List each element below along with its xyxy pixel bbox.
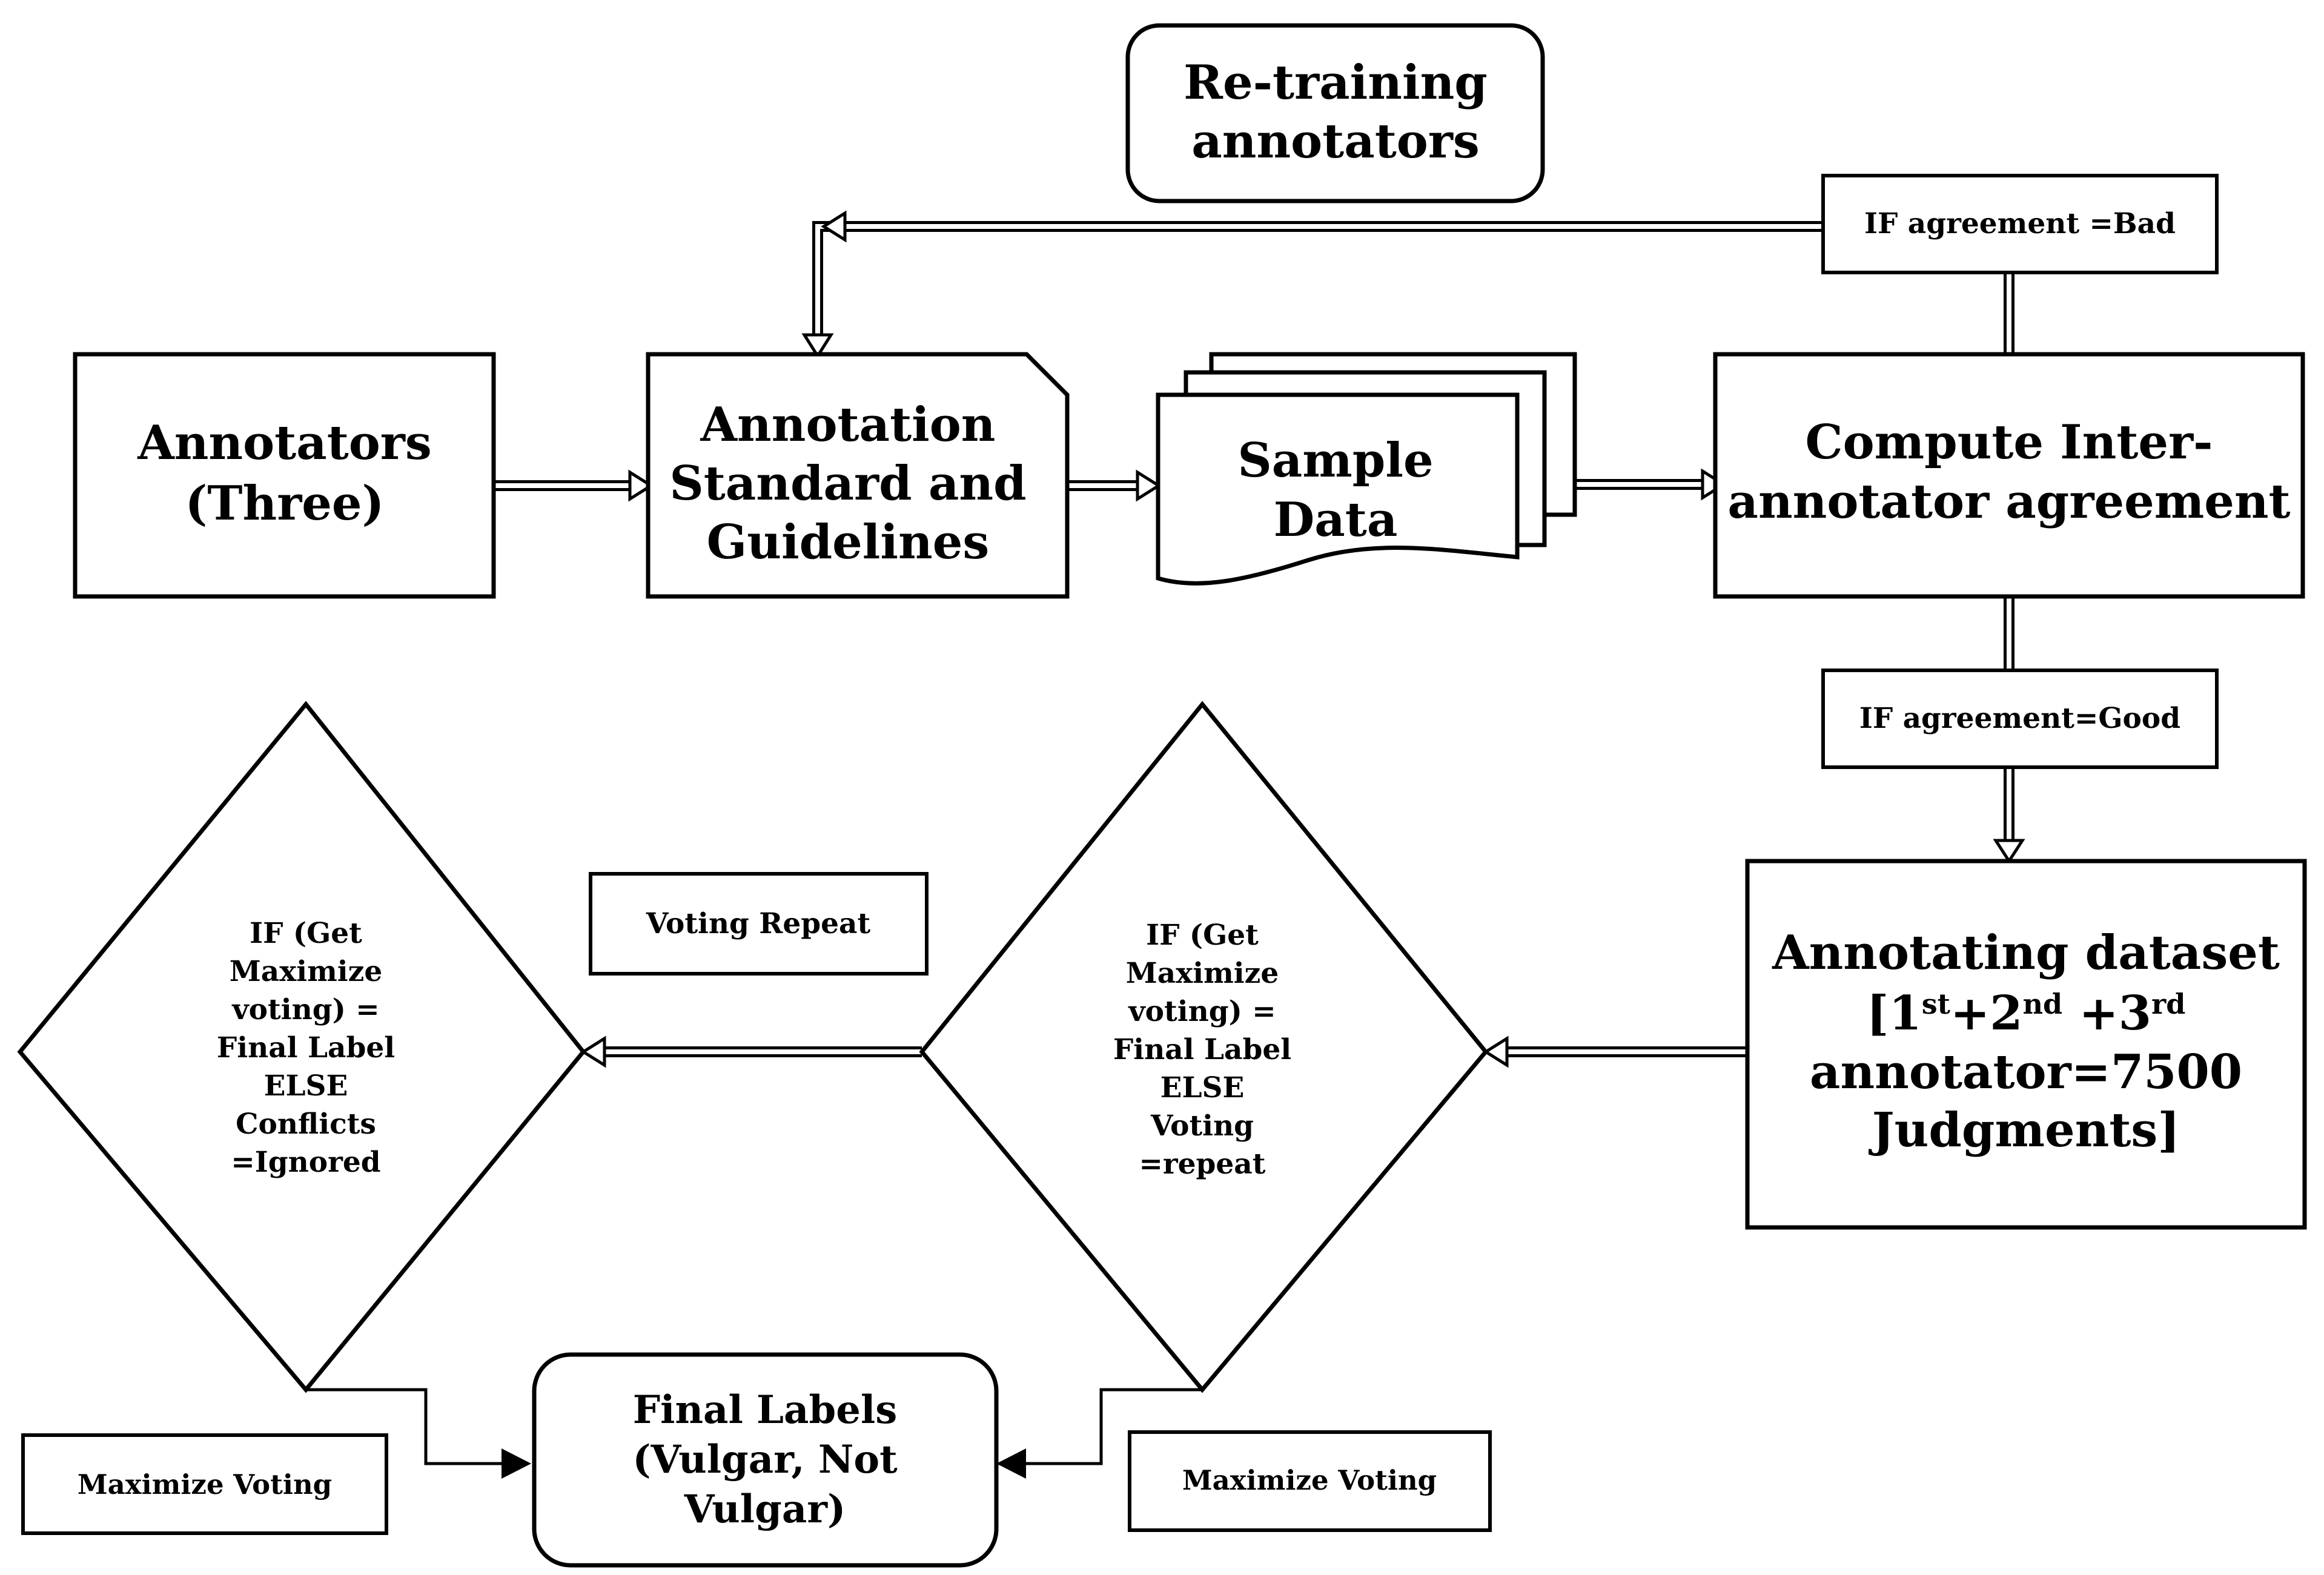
arrow-decision-right-to-final (996, 1388, 1202, 1479)
sample-data-node: Sample Data (1156, 352, 1577, 586)
condition-bad-label: IF agreement =Bad (1864, 207, 2176, 240)
connectors (306, 210, 2025, 1479)
final-labels-line-1: Final Labels (633, 1387, 898, 1433)
maximize-voting-left-node: Maximize Voting (21, 1433, 388, 1535)
decision-right-line-3: voting) = (1128, 995, 1276, 1028)
arrow-dataset-to-decision-right (1483, 1035, 1747, 1068)
final-labels-line-3: Vulgar) (684, 1487, 846, 1532)
maximize-voting-left-label: Maximize Voting (78, 1468, 332, 1501)
voting-repeat-node: Voting Repeat (589, 872, 929, 976)
decision-left-node: IF (Get Maximize voting) = Final Label E… (17, 701, 586, 1393)
decision-right-line-5: ELSE (1160, 1071, 1245, 1104)
dataset-line-1: Annotating dataset (1772, 925, 2280, 980)
retraining-annotators-node: Re-training annotators (1125, 23, 1545, 203)
voting-repeat-label: Voting Repeat (646, 907, 871, 940)
maximize-voting-right-label: Maximize Voting (1182, 1464, 1437, 1496)
standard-line-1: Annotation (700, 397, 996, 452)
retraining-line-1: Re-training (1184, 55, 1488, 110)
arrow-sample-to-compute (1575, 468, 1727, 501)
arrow-decision-right-to-decision-left (580, 1035, 922, 1068)
arrow-standard-to-sample (1067, 469, 1162, 502)
annotators-line-2: (Three) (185, 476, 385, 531)
dataset-line-2: [1st+2nd +3rd (1867, 986, 2186, 1041)
condition-good-label: IF agreement=Good (1859, 702, 2180, 735)
decision-left-line-4: Final Label (217, 1031, 395, 1065)
retraining-line-2: annotators (1191, 114, 1480, 169)
decision-right-line-2: Maximize (1126, 957, 1279, 990)
annotators-line-1: Annotators (137, 415, 432, 471)
maximize-voting-right-node: Maximize Voting (1128, 1430, 1492, 1532)
final-labels-line-2: (Vulgar, Not (632, 1437, 898, 1482)
decision-left-line-2: Maximize (230, 955, 383, 988)
arrow-annotators-to-standard (494, 469, 654, 502)
compute-agreement-node: Compute Inter- annotator agreement (1713, 352, 2305, 599)
dataset-line-3: annotator=7500 (1810, 1045, 2242, 1100)
annotation-standard-node: Annotation Standard and Guidelines (646, 352, 1070, 599)
decision-right-node: IF (Get Maximize voting) = Final Label E… (919, 701, 1489, 1393)
arrow-bad-to-standard (801, 210, 1823, 359)
decision-left-line-7: =Ignored (231, 1146, 380, 1179)
compute-line-2: annotator agreement (1727, 474, 2290, 529)
decision-right-line-1: IF (Get (1146, 919, 1259, 952)
decision-right-line-7: =repeat (1139, 1147, 1266, 1181)
sample-data-line-2: Data (1274, 492, 1398, 547)
standard-line-3: Guidelines (707, 515, 990, 570)
decision-left-line-1: IF (Get (250, 917, 362, 950)
condition-good-node: IF agreement=Good (1821, 669, 2219, 769)
compute-line-1: Compute Inter- (1805, 415, 2213, 470)
condition-bad-node: IF agreement =Bad (1821, 174, 2219, 274)
decision-left-line-6: Conflicts (236, 1108, 376, 1141)
final-labels-node: Final Labels (Vulgar, Not Vulgar) (532, 1352, 999, 1568)
sample-data-line-1: Sample (1237, 433, 1433, 488)
annotators-node: Annotators (Three) (73, 352, 496, 599)
annotating-dataset-node: Annotating dataset [1st+2nd +3rd annotat… (1745, 859, 2307, 1230)
decision-left-line-3: voting) = (231, 993, 379, 1026)
dataset-line-4: Judgments] (1869, 1103, 2180, 1158)
decision-right-line-6: Voting (1150, 1109, 1254, 1143)
decision-left-line-5: ELSE (264, 1069, 348, 1103)
standard-line-2: Standard and (669, 456, 1026, 511)
arrow-good-to-dataset (1993, 769, 2025, 864)
decision-right-line-4: Final Label (1113, 1033, 1291, 1066)
arrow-decision-left-to-final (306, 1388, 531, 1479)
